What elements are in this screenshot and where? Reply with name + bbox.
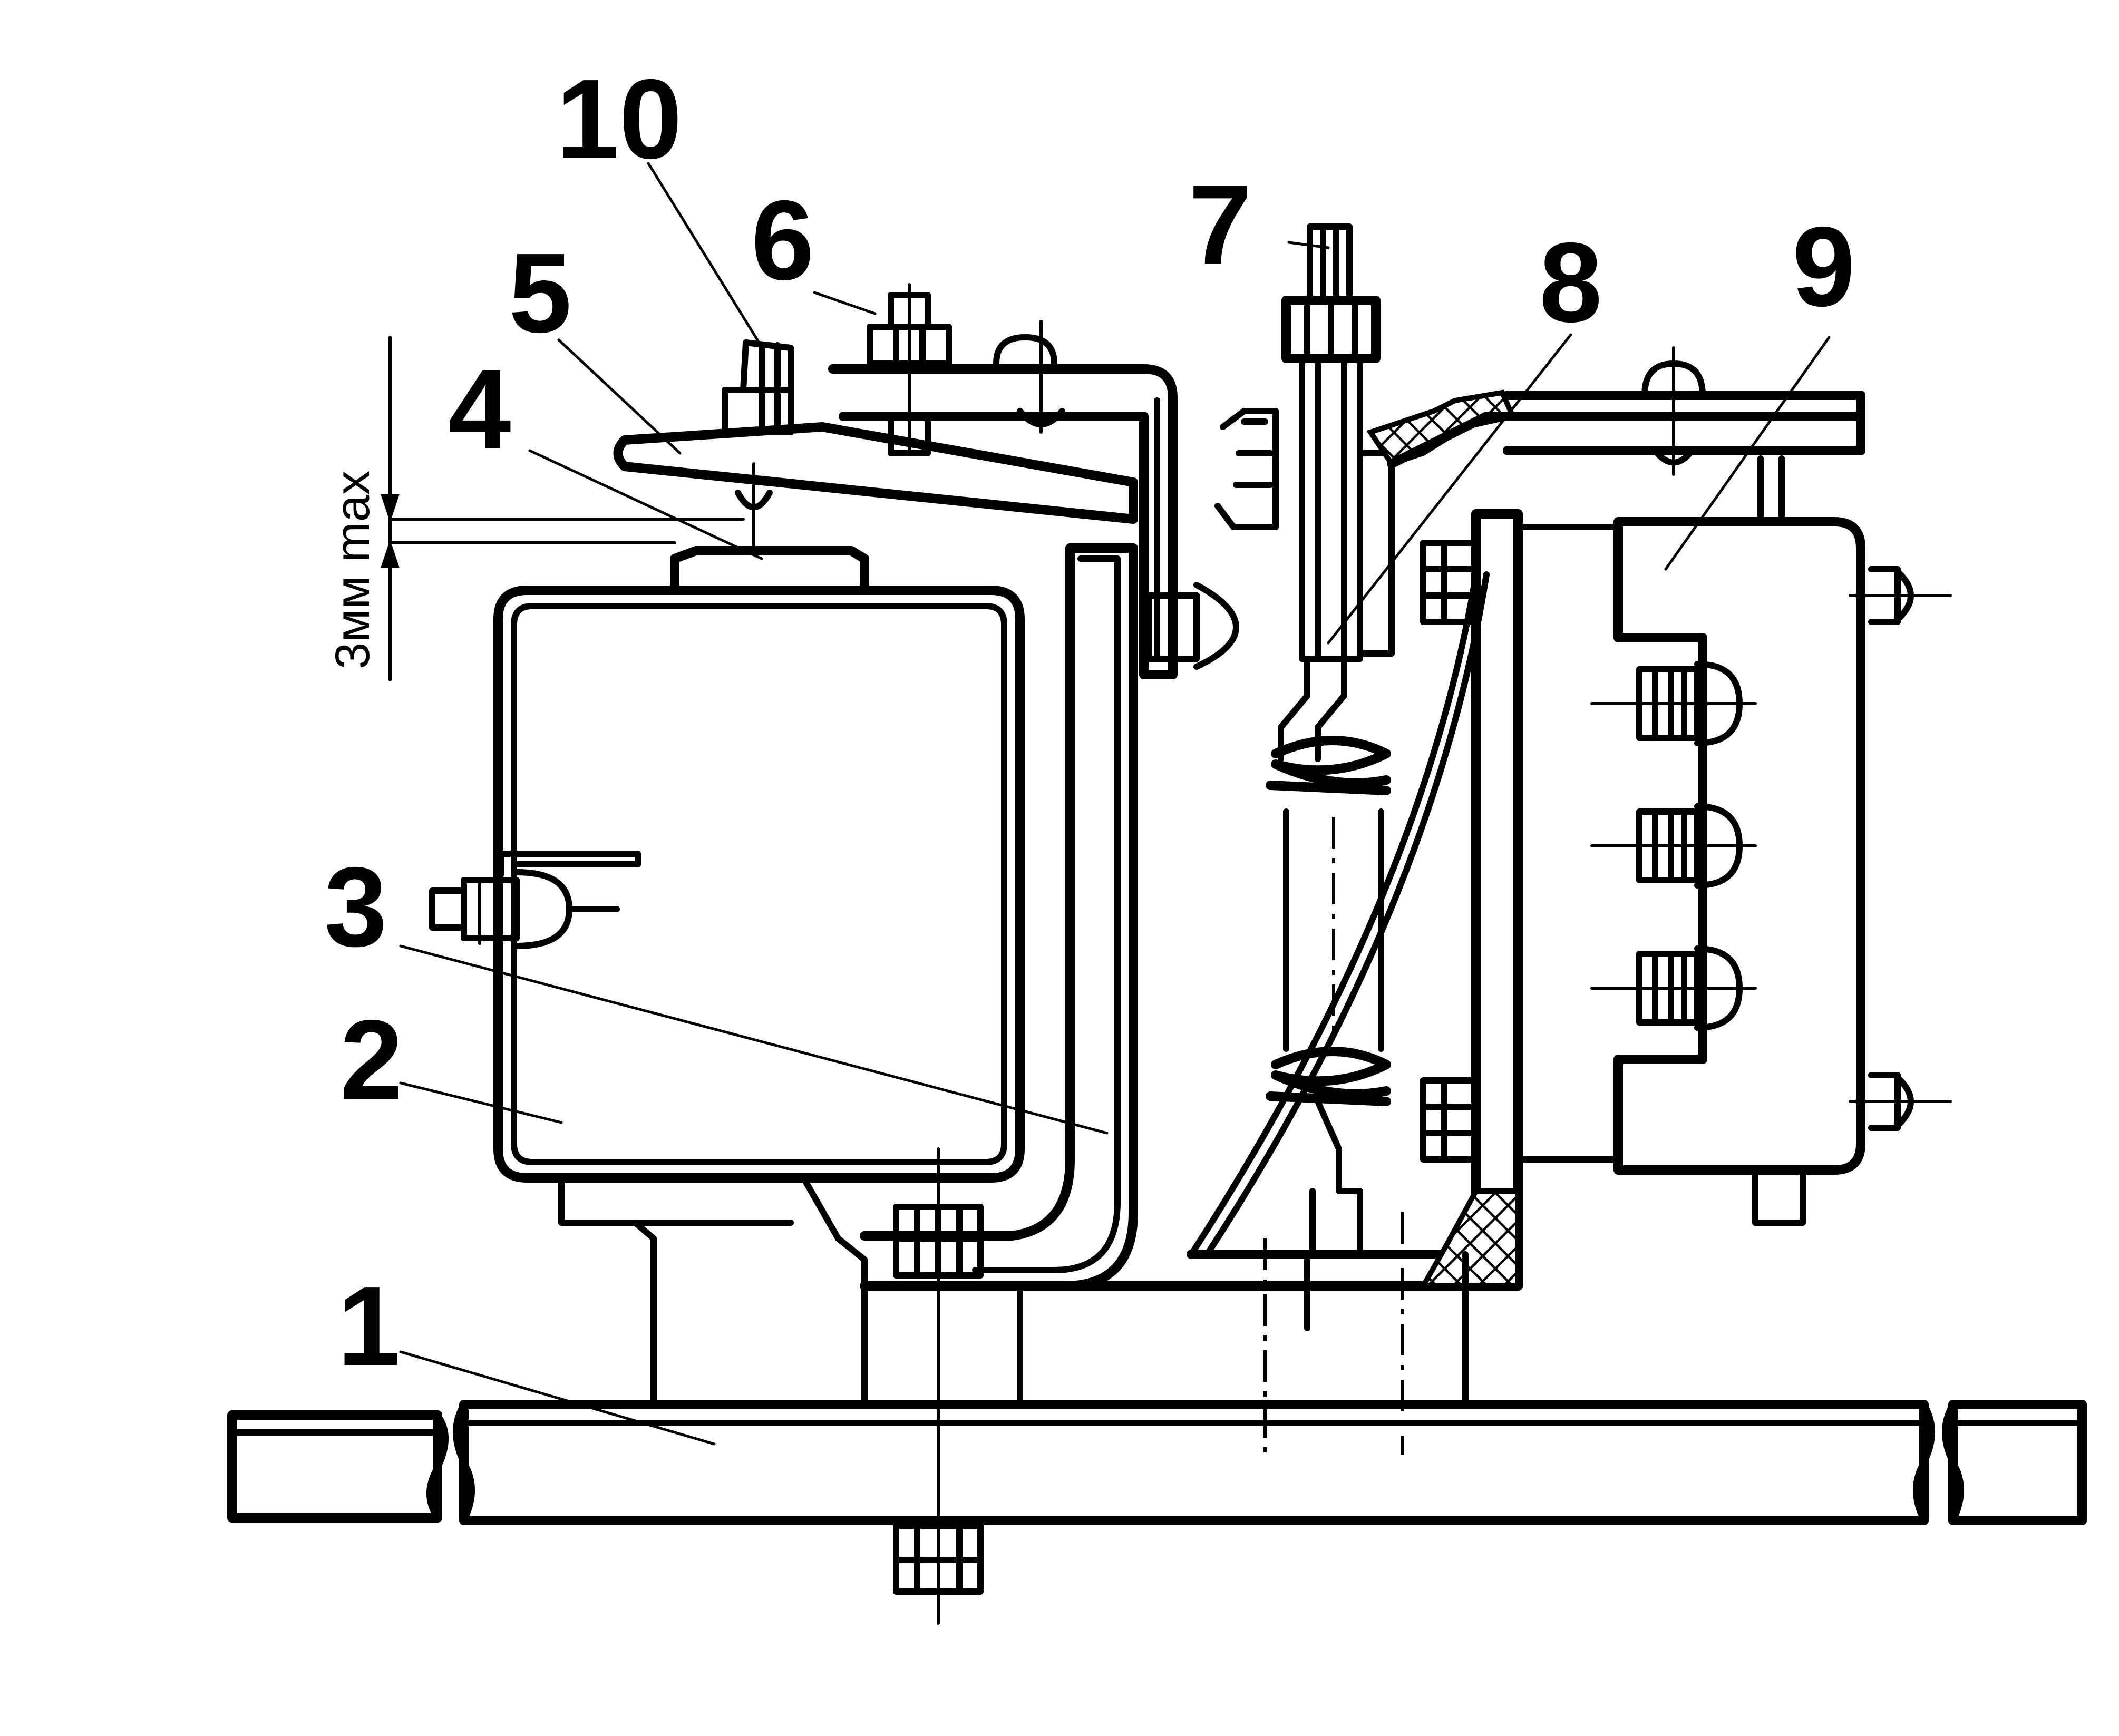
callout-7: 7	[1189, 161, 1252, 288]
coil	[429, 586, 1025, 1408]
callout-6: 6	[751, 177, 814, 304]
callout-9: 9	[1792, 203, 1855, 330]
yoke-bolt	[893, 1204, 984, 1279]
adjusting-nut	[867, 283, 952, 456]
spring-rod	[1214, 223, 1395, 1257]
contact-screws	[1590, 661, 1757, 1031]
stop-screw	[722, 339, 794, 435]
leader-lines	[399, 162, 1831, 1446]
centerlines	[1263, 1212, 1469, 1455]
armature	[613, 320, 1178, 679]
callout-5: 5	[509, 229, 572, 356]
contact-block	[1515, 346, 1952, 1226]
callout-2: 2	[340, 996, 403, 1123]
gap-dimension-label: 3мм max	[326, 471, 380, 669]
callout-4: 4	[448, 345, 511, 472]
gap-dimension: 3мм max	[326, 336, 745, 681]
base-rail	[227, 1400, 2087, 1525]
callout-10: 10	[556, 55, 682, 182]
callout-8: 8	[1539, 219, 1602, 346]
callout-1: 1	[337, 1262, 401, 1389]
callout-labels: 1 2 3 4 5 6 7 8 9 10	[324, 55, 1855, 1389]
core-pole	[670, 546, 869, 595]
block-nuts	[1420, 540, 1479, 1163]
callout-3: 3	[324, 843, 387, 970]
